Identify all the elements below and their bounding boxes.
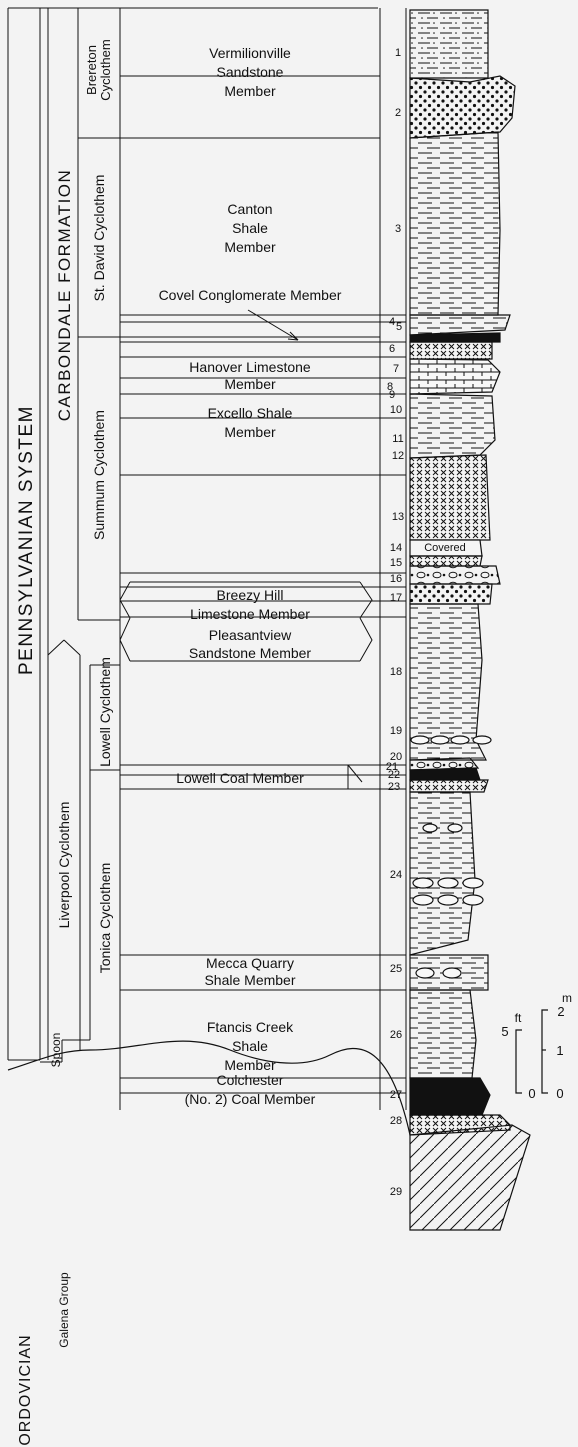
unit-27-coal (410, 1078, 490, 1115)
liverpool-label: Liverpool Cyclothem (56, 802, 72, 929)
scale-m-mid: 1 (556, 1043, 563, 1058)
vermilionville-label-line-2: Member (224, 83, 276, 99)
colchester-label-line-0: Colchester (217, 1072, 284, 1088)
mecca-label-line-0: Mecca Quarry (206, 955, 294, 971)
unit-number-13: 13 (392, 511, 404, 523)
unit-11-12-shale (410, 394, 495, 458)
unit-17-sandstone (410, 584, 492, 604)
unit-number-1: 1 (395, 47, 401, 59)
covel-label: Covel Conglomerate Member (159, 287, 342, 303)
ordovician-label: ORDOVICIAN (17, 1334, 34, 1445)
covered-label: Covered (424, 542, 466, 554)
formation-label: CARBONDALE FORMATION (55, 169, 74, 422)
unit-number-17: 17 (390, 592, 402, 604)
unit-6-coal (410, 333, 500, 342)
unit-number-19: 19 (390, 725, 402, 737)
spoon-label: Spoon (49, 1033, 63, 1068)
unit-15-underclay (410, 556, 482, 566)
unit-number-6: 6 (389, 343, 395, 355)
galena-label: Galena Group (57, 1272, 71, 1348)
vermilionville-label-line-0: Vermilionville (209, 45, 291, 61)
unit-23-underclay (410, 780, 488, 792)
unit-number-26: 26 (390, 1029, 402, 1041)
francis-label-line-0: Ftancis Creek (207, 1019, 294, 1035)
unit-number-23: 23 (388, 781, 400, 793)
mecca-label-line-1: Shale Member (204, 972, 295, 988)
lowell-cyclothem-label: Lowell Cyclothem (97, 657, 113, 767)
canton-label-line-0: Canton (227, 201, 272, 217)
francis-label-line-2: Member (224, 1057, 276, 1073)
pleasantview-label-line-1: Sandstone Member (189, 645, 312, 661)
excello-label-line-1: Member (224, 424, 276, 440)
brereton-label-2: Cyclothem (98, 39, 113, 100)
unit-29-limestone (410, 1125, 530, 1230)
unit-26-shale (410, 990, 476, 1078)
scale-ft-top: 5 (501, 1024, 508, 1039)
unit-24-shale (410, 792, 475, 955)
unit-number-22: 22 (388, 769, 400, 781)
unit-number-11: 11 (392, 433, 403, 445)
unit-number-28: 28 (390, 1115, 402, 1127)
unconformity-line (8, 1041, 410, 1135)
breezy-label-line-0: Breezy Hill (217, 587, 284, 603)
canton-label-line-2: Member (224, 239, 276, 255)
unit-number-15: 15 (390, 557, 402, 569)
vermilionville-label-line-1: Sandstone (217, 64, 284, 80)
unit-number-16: 16 (390, 573, 402, 585)
breezy-label-line-1: Limestone Member (190, 606, 310, 622)
unit-number-18: 18 (390, 666, 402, 678)
unit-2-sandstone (410, 76, 515, 138)
scale-ft-label: ft (515, 1011, 522, 1025)
scale-m-top: 2 (557, 1004, 564, 1019)
hanover-label-line-1: Member (224, 376, 276, 392)
unit-number-4: 4 (389, 316, 395, 328)
unit-number-2: 2 (395, 107, 401, 119)
pleasantview-label-line-0: Pleasantview (209, 627, 292, 643)
unit-number-25: 25 (390, 963, 402, 975)
hanover-label-line-0: Hanover Limestone (189, 359, 311, 375)
canton-label-line-1: Shale (232, 220, 268, 236)
tonica-label: Tonica Cyclothem (97, 863, 113, 974)
unit-8-10-limestone (410, 359, 500, 394)
unit-number-24: 24 (390, 869, 402, 881)
unit-number-12: 12 (392, 450, 404, 462)
unit-16-limestone-conglomerate (410, 566, 500, 584)
unit-number-5: 5 (396, 321, 402, 333)
unit-number-10: 10 (390, 404, 402, 416)
unit-6-7-underclay (410, 342, 492, 359)
francis-label-line-1: Shale (232, 1038, 268, 1054)
brereton-label-1: Brereton (84, 45, 99, 95)
unit-1-silty-sandstone (410, 10, 488, 78)
system-label: PENNSYLVANIAN SYSTEM (16, 405, 37, 675)
colchester-label-line-1: (No. 2) Coal Member (185, 1091, 316, 1107)
unit-4-5-shale (410, 315, 510, 335)
unit-number-14: 14 (390, 542, 402, 554)
st-david-label: St. David Cyclothem (91, 175, 107, 302)
excello-label-line-0: Excello Shale (208, 405, 293, 421)
unit-22-coal (410, 768, 480, 780)
unit-number-29: 29 (390, 1186, 402, 1198)
unit-number-27: 27 (390, 1089, 402, 1101)
unit-3-shale (410, 132, 500, 315)
unit-number-3: 3 (395, 223, 401, 235)
summum-label: Summum Cyclothem (91, 410, 107, 540)
unit-13-underclay (410, 455, 490, 540)
unit-number-9: 9 (389, 389, 395, 401)
unit-number-7: 7 (393, 363, 399, 375)
scale-m-bottom: 0 (556, 1086, 563, 1101)
lowell-coal-label: Lowell Coal Member (176, 770, 304, 786)
scale-m-label: m (562, 991, 572, 1005)
scale-ft-bottom: 0 (528, 1086, 535, 1101)
